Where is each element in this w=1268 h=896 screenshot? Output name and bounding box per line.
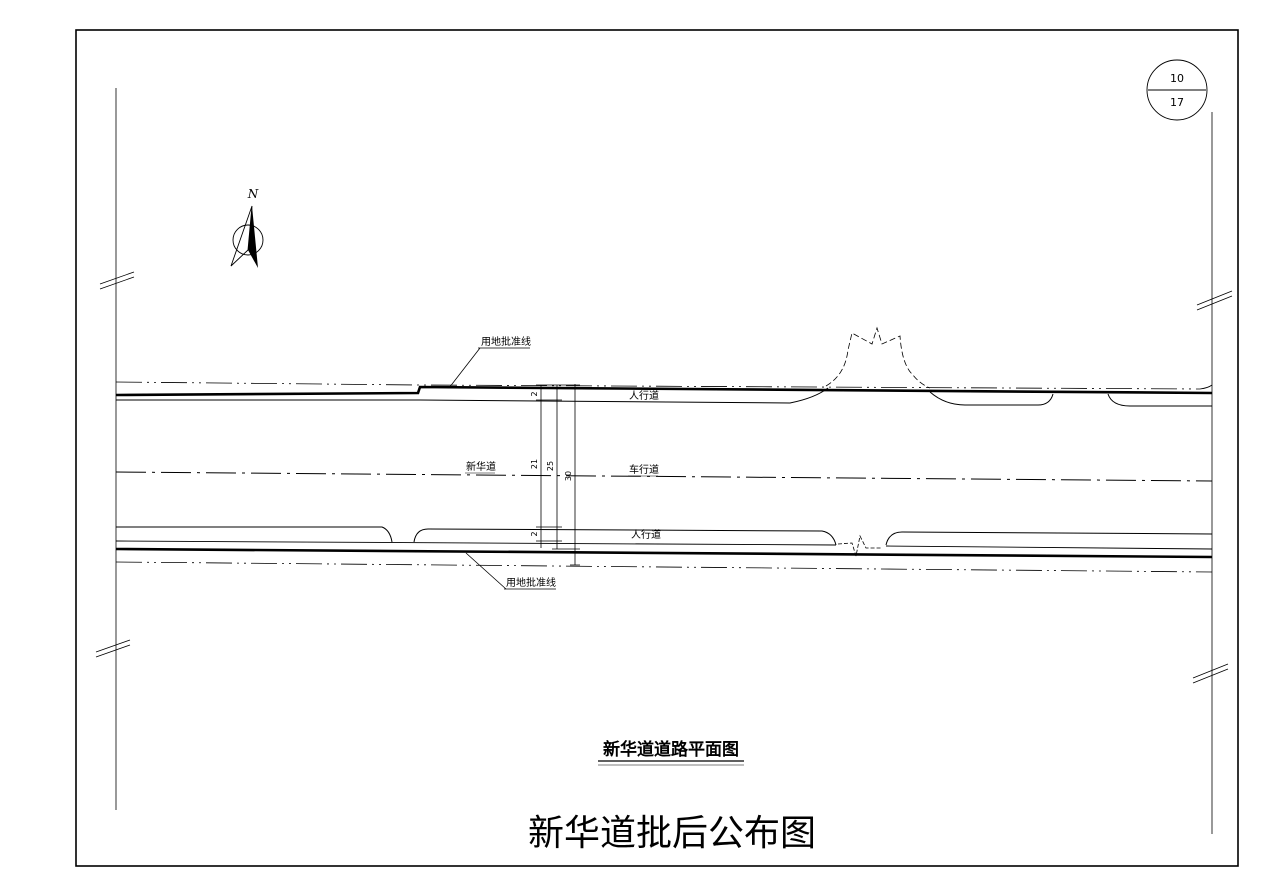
dim-sidewalk-top: 2 [530, 391, 539, 396]
dim-sidewalk-bottom: 2 [530, 531, 539, 536]
label-sidewalk-bottom: 人行道 [631, 528, 661, 541]
land-approval-line-top [115, 381, 1213, 390]
main-title: 新华道批后公布图 [528, 813, 816, 854]
label-sidewalk-top: 人行道 [629, 389, 659, 402]
north-arrow-icon: N [230, 187, 264, 268]
road-red-line-top [115, 385, 1213, 397]
break-symbols [95, 271, 1233, 684]
curb-inner-bottom [115, 540, 1213, 550]
curb-bay-top-1 [929, 391, 1054, 406]
label-land-line-bottom: 用地批准线 [506, 576, 556, 589]
plan-title: 新华道道路平面图 [603, 739, 739, 760]
land-approval-line-bottom [115, 561, 1213, 573]
curb-bay-top-2 [1107, 393, 1212, 407]
drawing-frame [75, 29, 1239, 867]
road-red-line-bottom [115, 547, 1213, 559]
curb-line-top [116, 387, 829, 404]
curb-line-bottom-3 [885, 531, 1213, 546]
road-centerline [115, 471, 1213, 482]
dimension-lines [536, 384, 580, 566]
label-land-line-top: 用地批准线 [481, 335, 531, 348]
dim-red-line-width: 25 [546, 461, 555, 471]
dim-carriageway-width: 21 [530, 459, 539, 469]
leader-land-bottom [465, 552, 556, 590]
curb-line-bottom-1 [116, 526, 393, 543]
label-carriageway: 车行道 [629, 463, 659, 476]
sheet-number: 10 [1170, 72, 1184, 85]
north-label: N [247, 187, 259, 201]
sheet-total: 17 [1170, 96, 1184, 109]
intersection-outline-bottom [837, 534, 882, 557]
curb-line-bottom-2 [413, 528, 837, 546]
leader-land-top [448, 347, 530, 389]
intersection-outline-top [825, 326, 931, 389]
dim-land-width: 30 [564, 471, 573, 481]
sheet-number-badge: 10 17 [1146, 59, 1208, 121]
label-road-name: 新华道 [466, 460, 496, 473]
